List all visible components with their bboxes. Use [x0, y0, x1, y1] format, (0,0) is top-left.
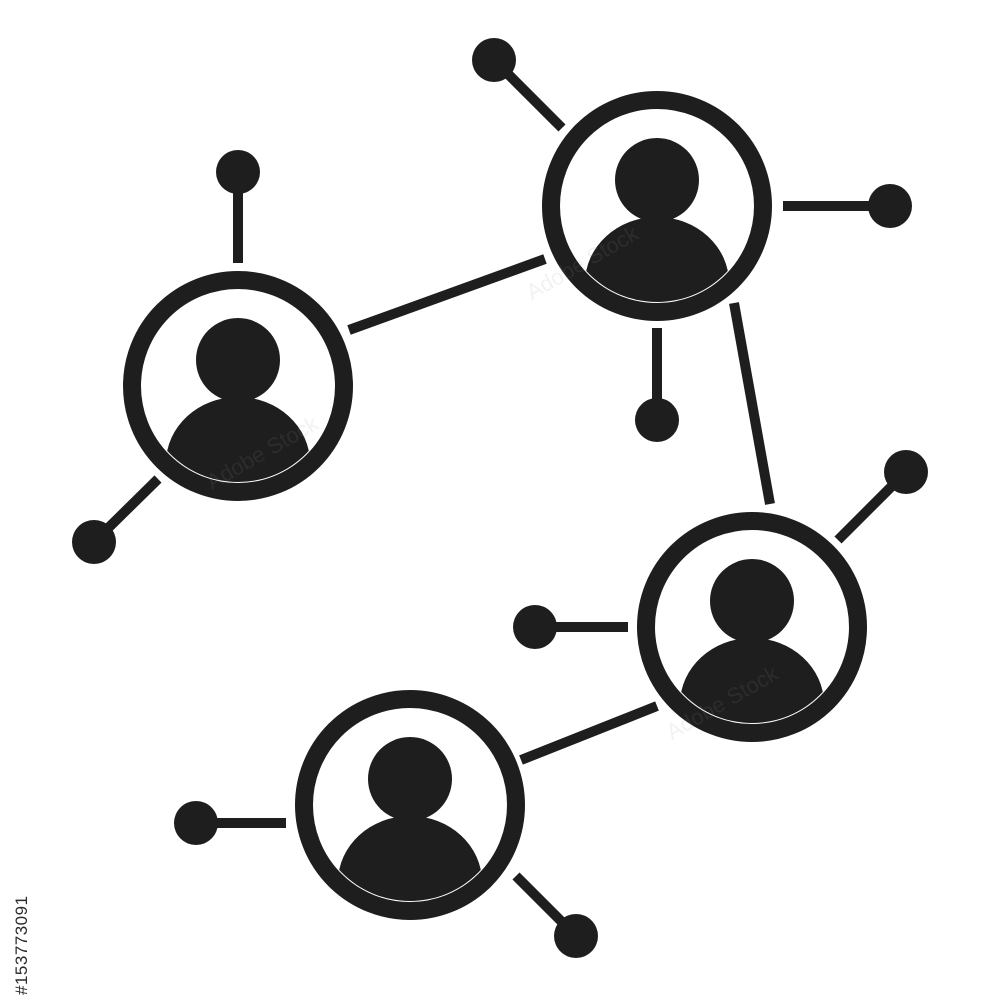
node-dot: [868, 184, 912, 228]
user-icon: [166, 318, 310, 482]
node-dot: [216, 150, 260, 194]
person-node-right: [637, 512, 867, 742]
node-dot: [554, 914, 598, 958]
person-node-top: [542, 91, 772, 321]
edge-right-bottom: [519, 701, 659, 765]
node-dot: [884, 450, 928, 494]
node-dot: [635, 398, 679, 442]
stock-id-label: #153773091: [12, 895, 31, 995]
edge-top-right: [729, 302, 775, 505]
user-icon: [585, 138, 729, 302]
edge-left-top: [347, 254, 547, 335]
user-icon: [680, 559, 824, 723]
node-dot: [174, 801, 218, 845]
person-node-bottom: [295, 690, 525, 920]
user-icon: [338, 737, 482, 901]
person-node-left: [123, 271, 353, 501]
node-dot: [472, 38, 516, 82]
node-dot: [513, 605, 557, 649]
node-dot: [72, 520, 116, 564]
